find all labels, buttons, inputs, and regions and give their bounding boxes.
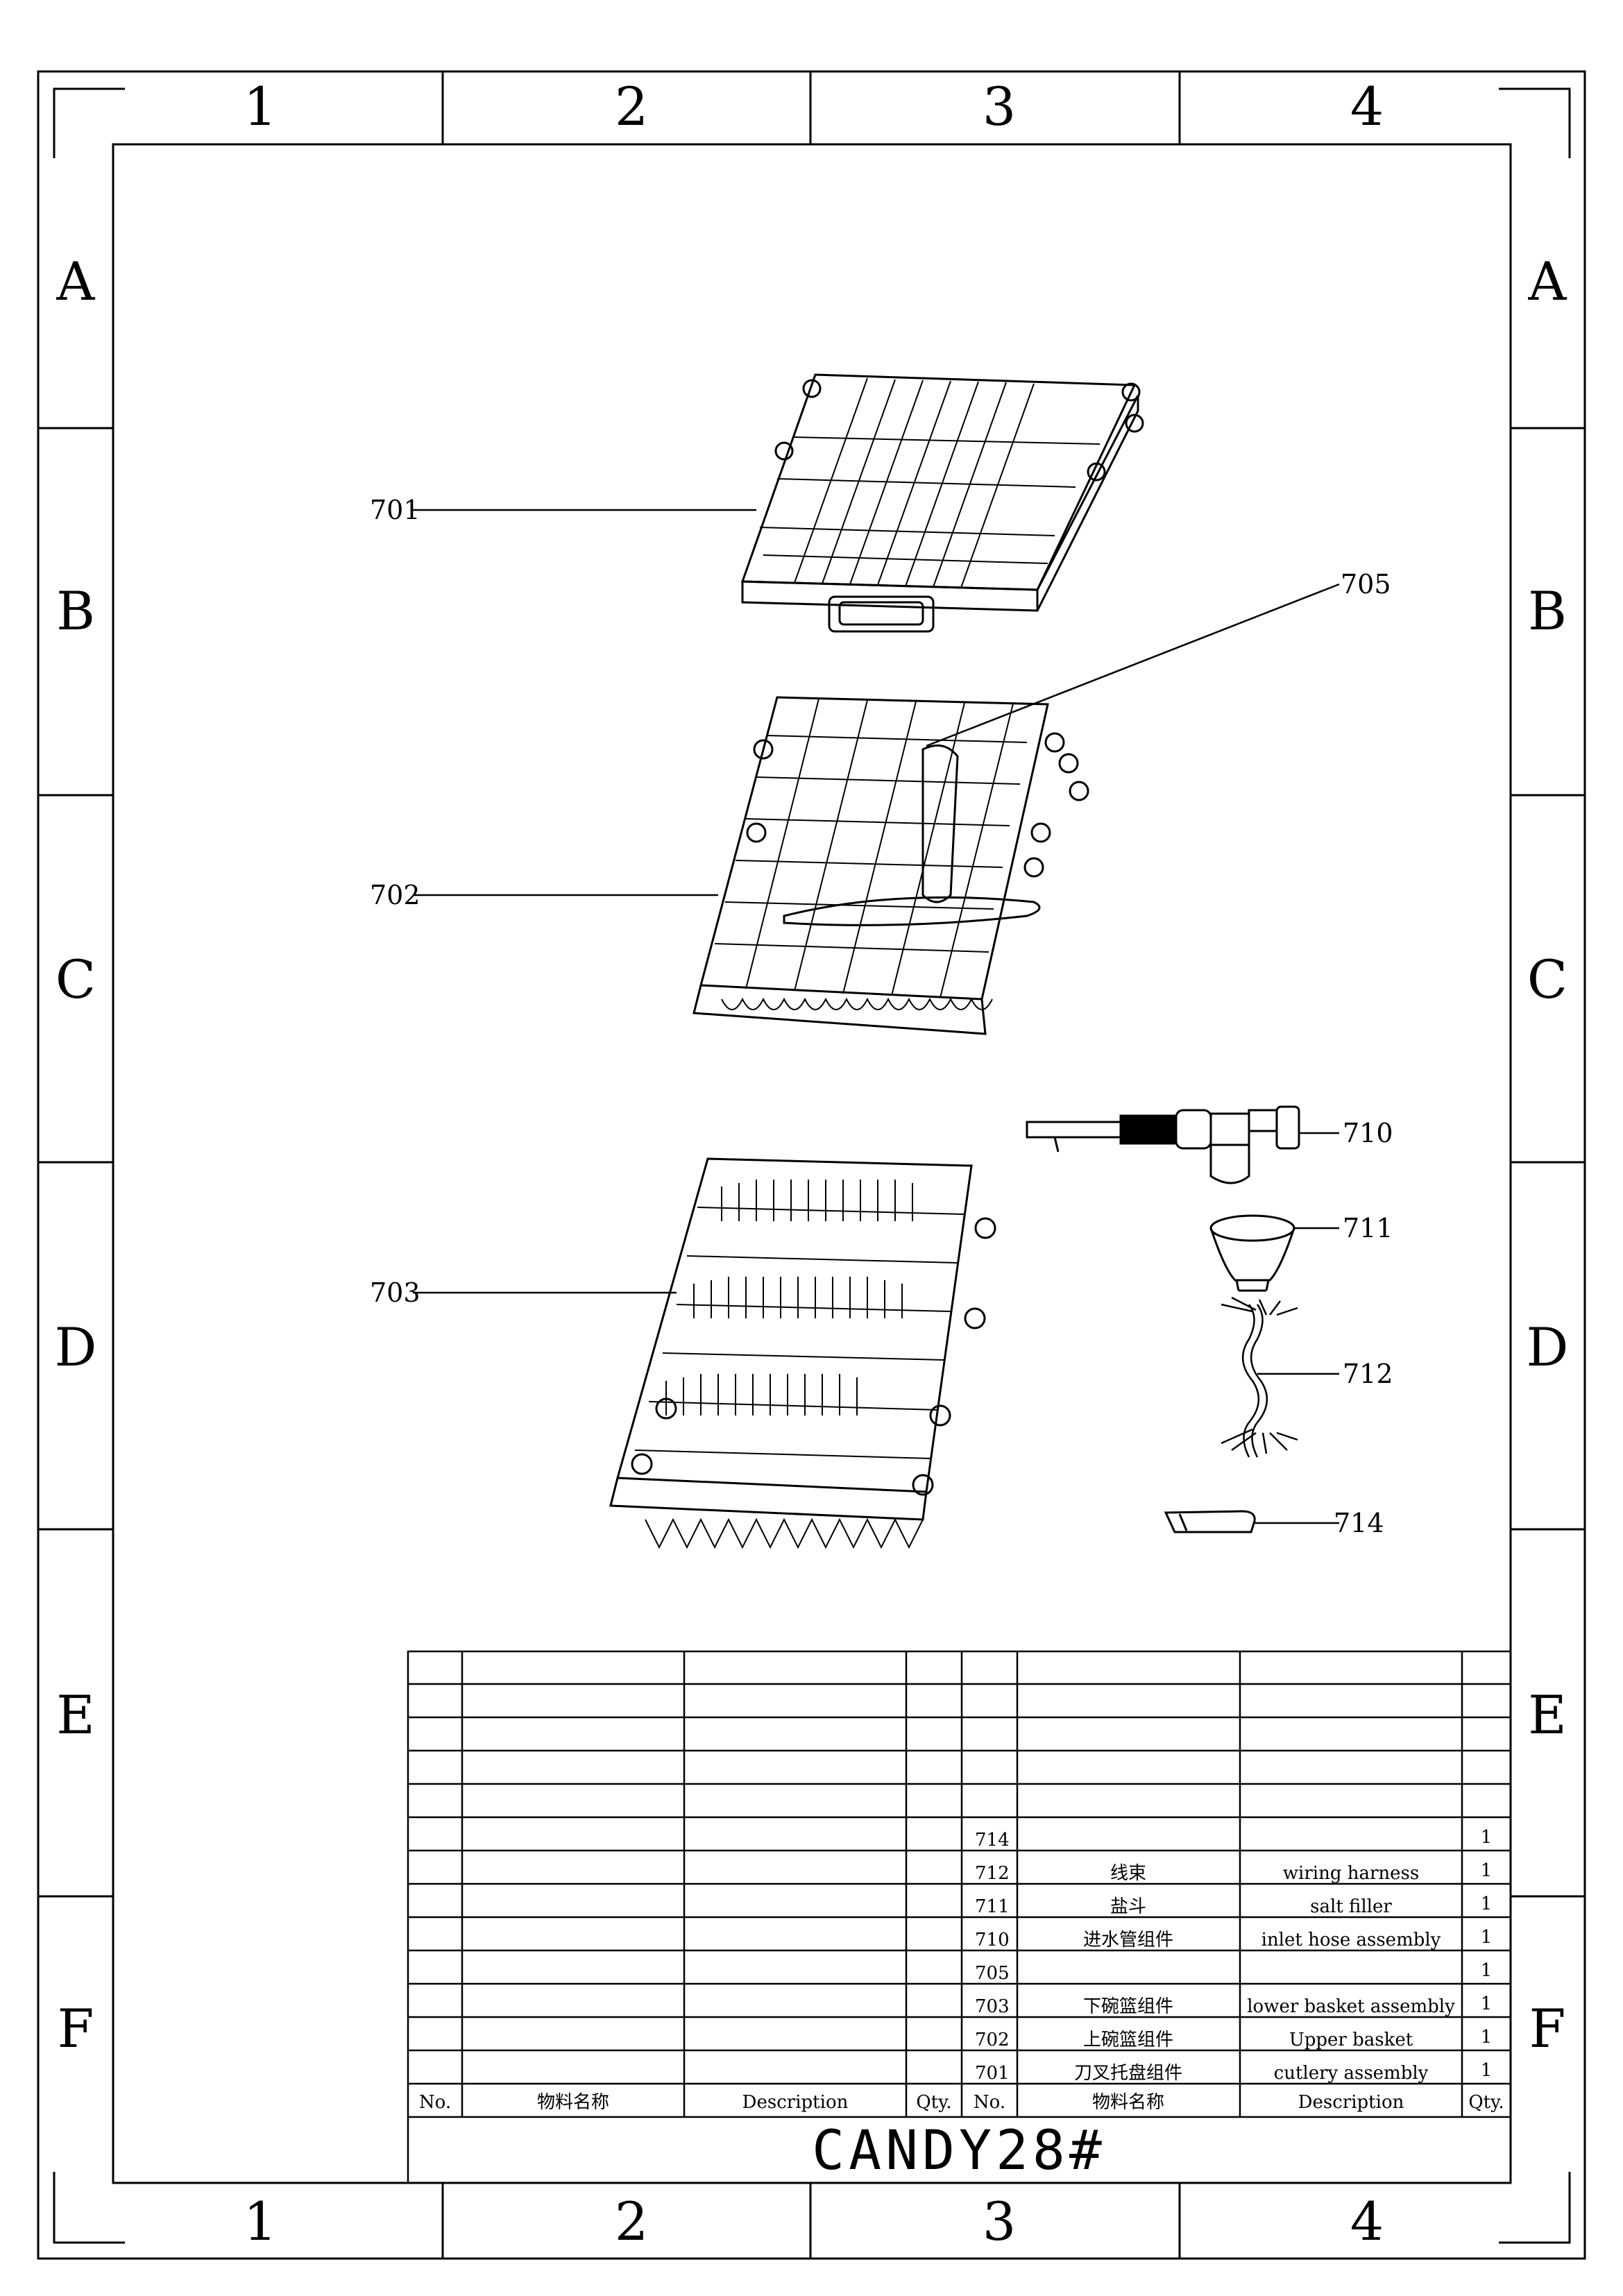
part-qty: 1 [1481,1993,1493,2014]
zone-col-4-bottom: 4 [1350,2191,1384,2252]
table-row: 714 1 [975,1827,1492,1851]
zone-col-4-top: 4 [1350,76,1384,137]
part-qty: 1 [1481,2060,1493,2081]
header-description-right: Description [1298,2092,1404,2113]
callouts: 701 702 703 705 710 711 712 714 [370,495,1393,1538]
table-row: 701 刀叉托盘组件 cutlery assembly 1 [975,2060,1492,2084]
zone-row-a-right: A [1528,250,1567,312]
table-row: 712 线束 wiring harness 1 [975,1860,1492,1884]
part-no: 711 [975,1896,1010,1917]
zone-col-3-bottom: 3 [983,2191,1016,2252]
leader-lines [413,509,1340,1524]
part-qty: 1 [1481,1860,1493,1881]
zone-row-b-right: B [1528,580,1567,642]
header-name-left: 物料名称 [537,2092,609,2113]
callout-705: 705 [1341,569,1391,599]
table-row: 703 下碗篮组件 lower basket assembly 1 [975,1993,1492,2017]
part-description: lower basket assembly [1247,1996,1455,2017]
zone-col-2-top: 2 [615,76,648,137]
table-row: 710 进水管组件 inlet hose assembly 1 [975,1927,1492,1950]
part-description: wiring harness [1283,1863,1419,1884]
part-description: Upper basket [1289,2030,1413,2050]
header-name-right: 物料名称 [1092,2092,1164,2113]
callout-710: 710 [1343,1118,1393,1148]
part-qty: 1 [1481,2027,1493,2048]
part-name-cn: 进水管组件 [1083,1930,1173,1950]
header-no-right: No. [974,2092,1005,2113]
cover-714-drawing [1164,1510,1256,1533]
part-name-cn: 盐斗 [1110,1896,1146,1917]
part-description: inlet hose assembly [1261,1930,1441,1950]
zone-row-d-right: D [1527,1316,1569,1378]
part-no: 705 [975,1963,1010,1984]
part-name-cn: 上碗篮组件 [1083,2030,1173,2050]
part-qty: 1 [1481,1960,1493,1981]
part-qty: 1 [1481,1827,1493,1848]
callout-703: 703 [370,1277,420,1308]
part-description: salt filler [1310,1896,1392,1917]
part-no: 710 [975,1930,1010,1950]
inlet-hose-drawing [1026,1105,1300,1184]
zone-row-d-left: D [55,1316,97,1378]
salt-filler-drawing [1209,1214,1295,1292]
part-name-cn: 下碗篮组件 [1083,1996,1173,2017]
part-name-cn: 线束 [1110,1863,1146,1884]
zone-row-b-left: B [56,580,95,642]
zone-row-f-left: F [58,1998,94,2059]
callout-701: 701 [370,495,420,525]
zone-row-e-right: E [1528,1684,1566,1746]
zone-col-1-bottom: 1 [244,2191,277,2252]
part-name-cn: 刀叉托盘组件 [1074,2063,1182,2084]
zone-row-f-right: F [1529,1998,1566,2059]
callout-711: 711 [1343,1213,1393,1243]
parts-list-header: No. 物料名称 Description Qty. No. 物料名称 Descr… [419,2092,1504,2113]
header-qty-right: Qty. [1468,2092,1504,2113]
header-description-left: Description [742,2092,849,2113]
wiring-harness-drawing [1221,1296,1298,1458]
zone-col-2-bottom: 2 [615,2191,648,2252]
zone-col-3-top: 3 [983,76,1016,137]
lower-basket-drawing [609,1157,996,1549]
part-no: 701 [975,2063,1010,2084]
callout-712: 712 [1343,1359,1393,1389]
zone-col-1-top: 1 [244,76,277,137]
part-no: 712 [975,1863,1010,1884]
part-description: cutlery assembly [1274,2063,1429,2084]
header-qty-left: Qty. [916,2092,951,2113]
zone-row-c-right: C [1527,949,1567,1010]
part-qty: 1 [1481,1894,1493,1914]
part-no: 714 [975,1830,1010,1851]
part-no: 702 [975,2030,1010,2050]
header-no-left: No. [419,2092,451,2113]
parts-list-table [407,1650,1512,2184]
cutlery-tray-drawing [740,373,1144,633]
table-row: 711 盐斗 salt filler 1 [975,1894,1492,1917]
part-qty: 1 [1481,1927,1493,1948]
zone-row-e-left: E [56,1684,94,1746]
part-no: 703 [975,1996,1010,2017]
zone-labels: 1 2 3 4 1 2 3 4 A B C D E F A B C D E F [55,76,1569,2252]
zone-row-c-left: C [56,949,96,1010]
callout-714: 714 [1334,1508,1384,1538]
upper-basket-drawing [692,696,1089,1035]
parts-list-rows: 714 1 712 线束 wiring harness 1 711 盐斗 sal… [975,1827,1492,2084]
zone-row-a-left: A [56,250,96,312]
callout-702: 702 [370,880,420,910]
table-row: 702 上碗篮组件 Upper basket 1 [975,2027,1492,2050]
table-row: 705 1 [975,1960,1492,1984]
title-block-model: CANDY28# [812,2120,1106,2182]
zone-dividers [38,71,1585,2259]
